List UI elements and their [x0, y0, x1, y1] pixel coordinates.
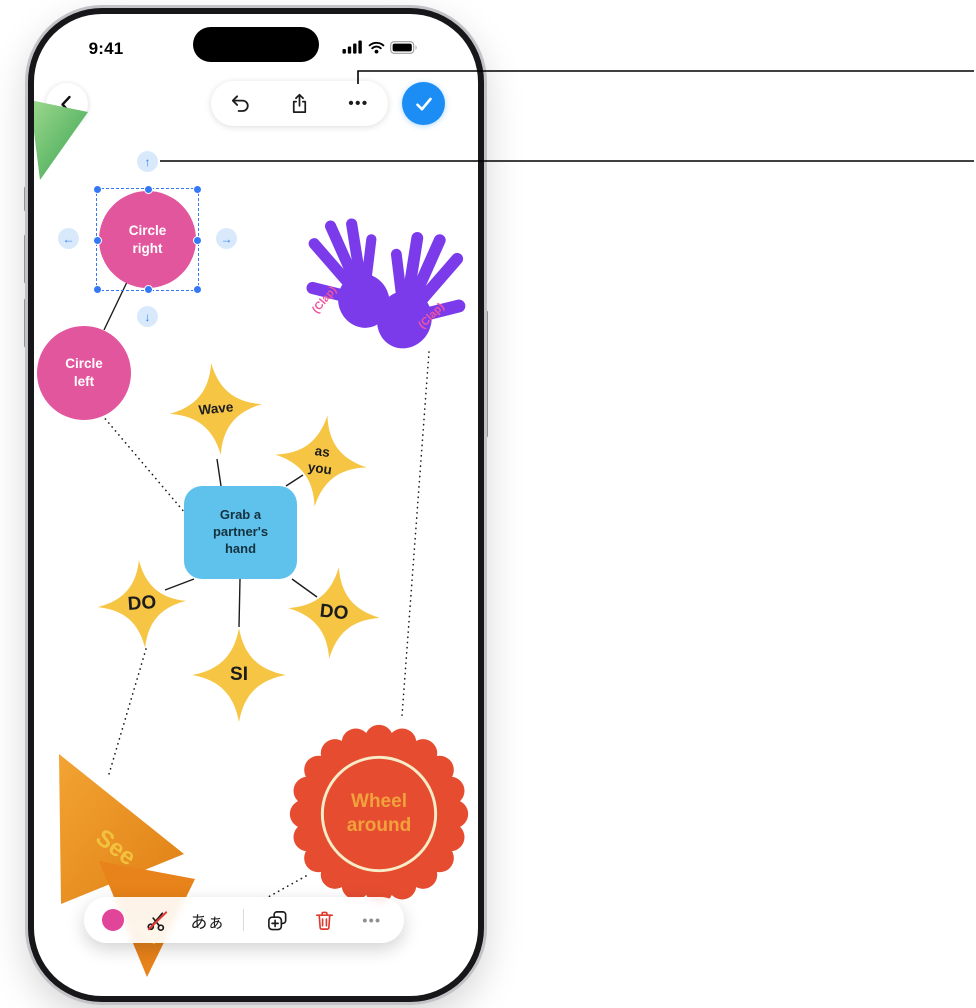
text-style-label: あぁ — [190, 912, 225, 932]
star-do-right-label: DO — [318, 600, 350, 625]
wheel-label: Wheel around — [346, 791, 412, 836]
status-time: 9:41 — [88, 39, 124, 58]
center-box-label: Grab a partner's hand — [212, 507, 269, 556]
bottom-toolbar: あぁ — [84, 897, 404, 943]
arrow-down-icon: ↓ — [144, 309, 151, 324]
arrow-left-icon: ← — [62, 231, 75, 246]
selection-handle-ne[interactable] — [193, 185, 202, 194]
star-do-right-shape[interactable]: DO — [281, 560, 387, 666]
delete-button[interactable] — [311, 906, 339, 934]
center-box-shape[interactable]: Grab a partner's hand — [184, 486, 297, 579]
battery-icon — [390, 40, 417, 54]
nudge-right-button[interactable]: → — [216, 228, 237, 249]
undo-icon — [231, 95, 249, 112]
arrow-up-icon: ↑ — [144, 154, 151, 169]
wifi-icon — [368, 41, 385, 53]
star-wave-label: Wave — [197, 398, 234, 418]
green-triangle-shape[interactable] — [34, 86, 102, 184]
duplicate-button[interactable] — [264, 906, 292, 934]
selection-handle-s[interactable] — [144, 285, 153, 294]
selection-handle-w[interactable] — [93, 236, 102, 245]
star-wave-shape[interactable]: Wave — [163, 356, 269, 462]
more-options-icon: ••• — [362, 912, 382, 928]
selection-handle-e[interactable] — [193, 236, 202, 245]
text-style-button[interactable]: あぁ — [190, 906, 224, 934]
circle-right-label: Circle right — [128, 222, 167, 256]
selection-handle-n[interactable] — [144, 185, 153, 194]
selection-handle-nw[interactable] — [93, 185, 102, 194]
orange-triangle-shape[interactable] — [54, 749, 204, 994]
circle-left-label: Circle left — [65, 356, 103, 389]
duplicate-icon — [268, 910, 287, 930]
circle-left-shape[interactable]: Circle left — [37, 326, 131, 420]
star-do-left-label: DO — [127, 592, 157, 616]
wheel-inner-ring — [320, 755, 438, 873]
selection-handle-sw[interactable] — [93, 285, 102, 294]
more-button[interactable]: ••• — [343, 88, 375, 120]
volume-up-button — [24, 234, 29, 284]
selection-box — [93, 185, 202, 294]
star-si-shape[interactable]: SI — [190, 626, 288, 724]
side-power-button — [483, 310, 488, 438]
more-options-button[interactable]: ••• — [358, 906, 386, 934]
circle-right-shape[interactable]: Circle right — [99, 191, 196, 288]
ring-silent-switch — [24, 186, 29, 212]
toolbar-divider — [243, 909, 245, 931]
nudge-up-button[interactable]: ↑ — [137, 151, 158, 172]
volume-down-button — [24, 298, 29, 348]
star-do-left-shape[interactable]: DO — [93, 555, 191, 653]
hand-right-icon[interactable] — [340, 202, 478, 376]
hand-left-icon[interactable] — [278, 191, 425, 353]
cellular-signal-icon — [342, 40, 362, 54]
dynamic-island — [193, 27, 319, 62]
scissors-button[interactable] — [143, 906, 171, 934]
toolbar-pill: ••• — [211, 81, 388, 126]
done-button[interactable] — [402, 82, 445, 125]
check-icon — [415, 97, 432, 110]
share-button[interactable] — [284, 88, 316, 120]
undo-button[interactable] — [225, 88, 257, 120]
star-as-you-shape[interactable]: as you — [267, 407, 375, 515]
screen: 9:41 — [34, 14, 478, 996]
color-swatch-button[interactable] — [102, 909, 124, 931]
star-as-you-label: as you — [307, 443, 333, 478]
star-si-label: SI — [230, 664, 248, 686]
nudge-down-button[interactable]: ↓ — [137, 306, 158, 327]
trash-icon — [316, 911, 334, 930]
arrow-right-icon: → — [220, 231, 233, 246]
nudge-left-button[interactable]: ← — [58, 228, 79, 249]
scissors-slash-icon — [147, 910, 167, 931]
status-icons — [342, 40, 419, 54]
selection-handle-se[interactable] — [193, 285, 202, 294]
iphone-frame: 9:41 — [28, 8, 484, 1002]
wheel-around-shape[interactable] — [279, 714, 478, 914]
more-icon: ••• — [348, 95, 369, 112]
share-icon — [292, 93, 307, 113]
